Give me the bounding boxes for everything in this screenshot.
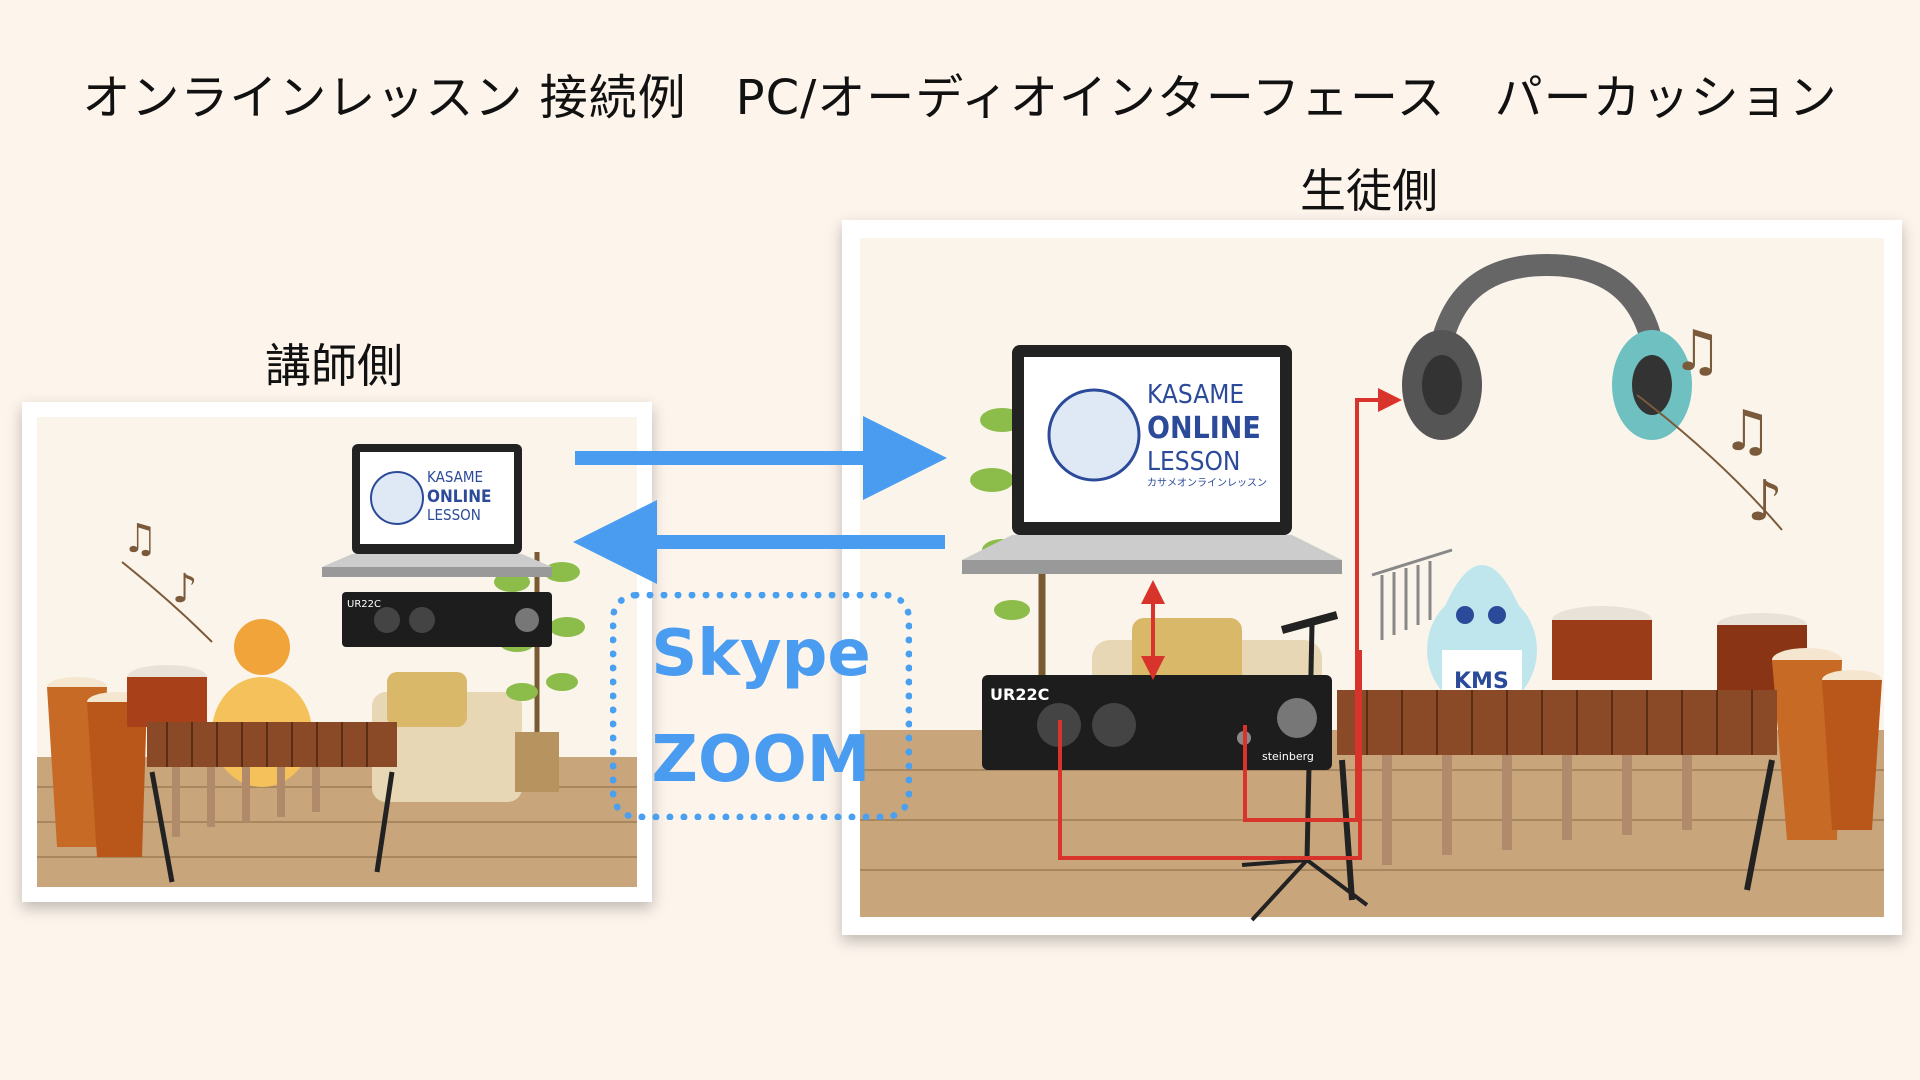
page-title: オンラインレッスン 接続例 PC/オーディオインターフェース パーカッション (82, 70, 1838, 126)
interface-brand-label: steinberg (1262, 750, 1314, 763)
interface-model-label: UR22C (990, 685, 1049, 704)
video-call-services-box: Skype ZOOM (610, 592, 912, 820)
service-skype: Skype (651, 617, 871, 691)
teacher-side-label: 講師側 (265, 339, 403, 393)
headphone-cable (1243, 388, 1402, 822)
logo-line2: ONLINE (427, 487, 491, 507)
svg-text:♫: ♫ (122, 516, 158, 562)
service-zoom: ZOOM (651, 723, 871, 797)
logo-subtitle: カサメオンラインレッスン (1147, 477, 1267, 489)
interface-model-label: UR22C (347, 599, 381, 610)
logo-line2: ONLINE (1147, 411, 1261, 446)
svg-text:♪: ♪ (172, 566, 198, 612)
shirt-text: KMS (1454, 669, 1509, 694)
plant-pot (515, 732, 559, 792)
svg-text:♫: ♫ (1722, 399, 1772, 464)
marimba-student (1337, 690, 1777, 901)
mic-cable (1058, 650, 1362, 860)
student-room-photo: ♫♫♪ KMS (842, 220, 1902, 935)
wind-chimes (1371, 548, 1453, 640)
teacher-room-photo: ♫♪ (22, 402, 652, 902)
logo-line3: LESSON (1147, 447, 1240, 477)
logo-line1: KASAME (427, 468, 483, 486)
svg-text:♫: ♫ (1672, 319, 1722, 384)
conga-drums (1552, 606, 1882, 840)
marimba-teacher (147, 722, 397, 883)
teacher-audio-interface: UR22C (342, 592, 552, 647)
conga-drums (47, 665, 207, 857)
music-notes-icon: ♫♪ (122, 516, 198, 612)
student-side-label: 生徒側 (1300, 164, 1438, 218)
logo-line1: KASAME (1147, 380, 1244, 410)
teacher-laptop: KASAME ONLINE LESSON (322, 444, 552, 577)
student-laptop: KASAME ONLINE LESSON カサメオンラインレッスン (962, 345, 1342, 574)
logo-line3: LESSON (427, 506, 481, 524)
